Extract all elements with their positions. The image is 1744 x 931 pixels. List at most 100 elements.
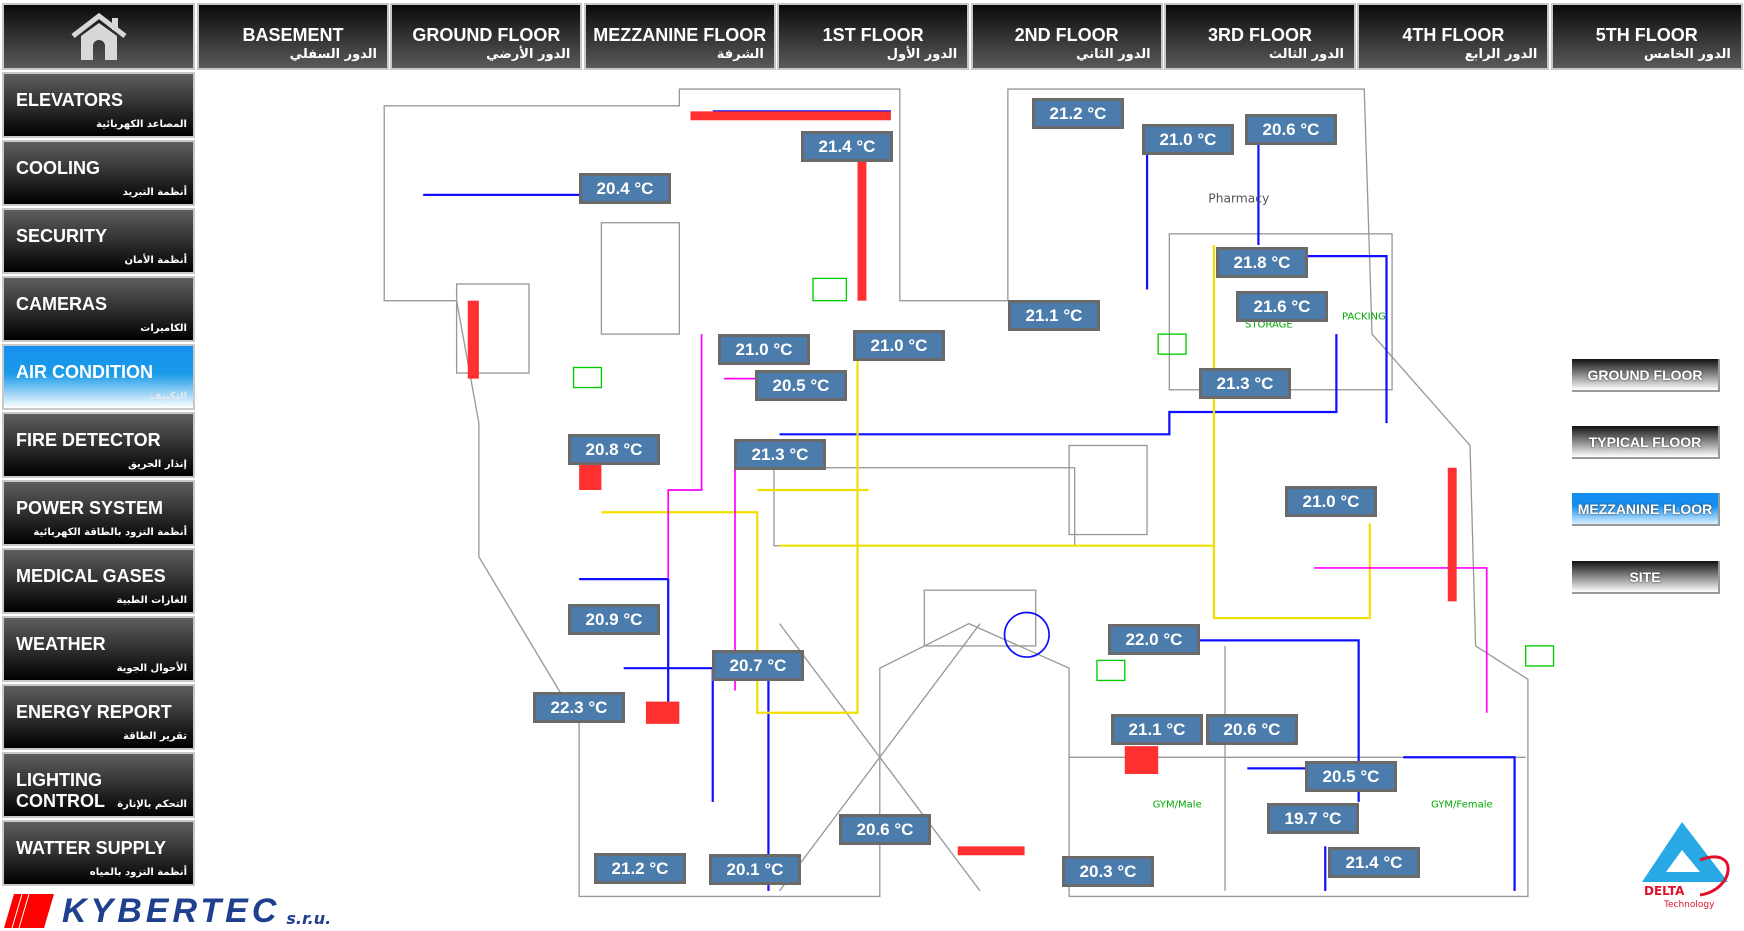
temperature-readout[interactable]: 21.2 °C bbox=[594, 853, 686, 884]
sidebar-item-label: ELEVATORS bbox=[16, 90, 124, 110]
home-button[interactable] bbox=[2, 3, 195, 70]
temperature-readout[interactable]: 21.8 °C bbox=[1216, 247, 1308, 278]
sidebar-item-label: COOLING bbox=[16, 158, 100, 178]
temperature-readout[interactable]: 21.0 °C bbox=[1285, 486, 1377, 517]
temperature-readout[interactable]: 20.4 °C bbox=[579, 173, 671, 204]
temperature-readout[interactable]: 19.7 °C bbox=[1267, 803, 1359, 834]
sidebar-item-weather[interactable]: WEATHER الأحوال الجوية bbox=[2, 616, 195, 682]
floor-tab-arabic-label: الدور الثاني bbox=[1076, 47, 1151, 62]
temperature-readout[interactable]: 20.8 °C bbox=[568, 434, 660, 465]
delta-logo: DELTA Technology bbox=[1640, 820, 1740, 928]
temperature-readout[interactable]: 21.1 °C bbox=[1008, 300, 1100, 331]
floor-tab-arabic-label: الدور السفلي bbox=[289, 47, 377, 62]
home-icon bbox=[70, 12, 127, 60]
temperature-readout[interactable]: 21.4 °C bbox=[801, 131, 893, 162]
delta-subtext: Technology bbox=[1664, 900, 1715, 910]
kybertec-suffix: s.r.u. bbox=[286, 909, 332, 928]
temperature-readout[interactable]: 20.9 °C bbox=[568, 604, 660, 635]
floor-tab-label: 5TH FLOOR bbox=[1595, 25, 1698, 45]
sidebar-item-label: POWER SYSTEM bbox=[16, 498, 164, 518]
sidebar-item-cooling[interactable]: COOLING أنظمة التبريد bbox=[2, 140, 195, 206]
sidebar-item-energy-report[interactable]: ENERGY REPORT تقرير الطاقة bbox=[2, 684, 195, 750]
temperature-readout[interactable]: 20.5 °C bbox=[755, 370, 847, 401]
floor-tab-arabic-label: الدور الأول bbox=[886, 47, 958, 62]
temperature-readout[interactable]: 20.5 °C bbox=[1305, 761, 1397, 792]
sidebar-item-label: WEATHER bbox=[16, 634, 106, 654]
temperature-readout[interactable]: 20.3 °C bbox=[1062, 856, 1154, 887]
temperature-readout[interactable]: 21.3 °C bbox=[1199, 368, 1291, 399]
temperature-readout[interactable]: 20.6 °C bbox=[1206, 714, 1298, 745]
kybertec-logo: KYBERTEC s.r.u. bbox=[4, 892, 331, 928]
gym-female-label: GYM/Female bbox=[1431, 799, 1493, 810]
packing-label: PACKING bbox=[1342, 312, 1386, 323]
floor-tab-label: BASEMENT bbox=[242, 25, 344, 45]
floor-tab-3rd-floor[interactable]: 3RD FLOOR الدور الثالث bbox=[1164, 3, 1356, 70]
temperature-readout[interactable]: 22.3 °C bbox=[533, 692, 625, 723]
storage-label: STORAGE bbox=[1245, 319, 1293, 330]
floor-tab-label: GROUND FLOOR bbox=[412, 25, 561, 45]
kybertec-stripes bbox=[4, 894, 54, 928]
sidebar-item-arabic-label: أنظمة التزود بالطاقة الكهربائية bbox=[33, 527, 187, 538]
sidebar-item-label: FIRE DETECTOR bbox=[16, 430, 161, 450]
sidebar-item-watter-supply[interactable]: WATTER SUPPLY أنظمة التزود بالمياه bbox=[2, 820, 195, 886]
temperature-readout[interactable]: 21.0 °C bbox=[1142, 124, 1234, 155]
sidebar-item-label: LIGHTING CONTROL bbox=[16, 770, 105, 811]
floor-tab-1st-floor[interactable]: 1ST FLOOR الدور الأول bbox=[777, 3, 970, 70]
temperature-readout[interactable]: 21.0 °C bbox=[853, 330, 945, 361]
floor-tab-label: 1ST FLOOR bbox=[822, 25, 924, 45]
gym-male-label: GYM/Male bbox=[1153, 799, 1202, 810]
floor-tab-mezzanine-floor[interactable]: MEZZANINE FLOOR الشرفة bbox=[583, 3, 776, 70]
floor-tab-basement[interactable]: BASEMENT الدور السفلي bbox=[197, 3, 389, 70]
sidebar-item-power-system[interactable]: POWER SYSTEM أنظمة التزود بالطاقة الكهربا… bbox=[2, 480, 195, 546]
sidebar-item-label: WATTER SUPPLY bbox=[16, 838, 167, 858]
floor-tab-arabic-label: الشرفة bbox=[716, 47, 764, 62]
temperature-readout[interactable]: 22.0 °C bbox=[1108, 624, 1200, 655]
floor-select-ground-floor[interactable]: GROUND FLOOR bbox=[1572, 359, 1720, 392]
sidebar-item-arabic-label: الأحوال الجوية bbox=[116, 663, 187, 674]
floor-select-site[interactable]: SITE bbox=[1572, 561, 1720, 594]
temperature-readout[interactable]: 21.1 °C bbox=[1111, 714, 1203, 745]
sidebar-item-fire-detector[interactable]: FIRE DETECTOR إنذار الحريق bbox=[2, 412, 195, 478]
temperature-readout[interactable]: 20.6 °C bbox=[839, 814, 931, 845]
sidebar-item-label: CAMERAS bbox=[16, 294, 108, 314]
temperature-readout[interactable]: 20.6 °C bbox=[1245, 114, 1337, 145]
floor-select-typical-floor[interactable]: TYPICAL FLOOR bbox=[1572, 426, 1720, 459]
sidebar-item-label: ENERGY REPORT bbox=[16, 702, 172, 722]
floor-select-mezzanine-floor[interactable]: MEZZANINE FLOOR bbox=[1572, 493, 1720, 526]
floor-tab-2nd-floor[interactable]: 2ND FLOOR الدور الثاني bbox=[970, 3, 1163, 70]
temperature-readout[interactable]: 20.1 °C bbox=[709, 854, 801, 885]
temperature-readout[interactable]: 21.3 °C bbox=[734, 439, 826, 470]
sidebar-item-arabic-label: أنظمة التزود بالمياه bbox=[89, 867, 187, 878]
sidebar-item-arabic-label: الكاميرات bbox=[140, 323, 187, 334]
sidebar-item-arabic-label: تقرير الطاقة bbox=[123, 731, 187, 742]
floor-tab-label: MEZZANINE FLOOR bbox=[593, 25, 767, 45]
temperature-readout[interactable]: 20.7 °C bbox=[712, 650, 804, 681]
floor-tab-4th-floor[interactable]: 4TH FLOOR الدور الرابع bbox=[1357, 3, 1550, 70]
floor-tab-label: 4TH FLOOR bbox=[1402, 25, 1505, 45]
temperature-readout[interactable]: 21.2 °C bbox=[1032, 98, 1124, 129]
floor-tab-arabic-label: الدور الرابع bbox=[1464, 47, 1538, 62]
floor-tab-arabic-label: الدور الأرضي bbox=[486, 47, 571, 62]
floor-tab-label: 2ND FLOOR bbox=[1014, 25, 1119, 45]
sidebar-item-arabic-label: الغازات الطبية bbox=[116, 595, 187, 606]
floor-tab-label: 3RD FLOOR bbox=[1207, 25, 1312, 45]
floor-tab-arabic-label: الدور الخامس bbox=[1643, 47, 1731, 62]
sidebar-item-cameras[interactable]: CAMERAS الكاميرات bbox=[2, 276, 195, 342]
sidebar-item-arabic-label: إنذار الحريق bbox=[127, 459, 187, 470]
kybertec-text: KYBERTEC bbox=[62, 892, 281, 930]
floor-tab-arabic-label: الدور الثالث bbox=[1268, 47, 1344, 62]
sidebar-item-label: SECURITY bbox=[16, 226, 108, 246]
sidebar-item-arabic-label: أنظمة التبريد bbox=[122, 187, 187, 198]
temperature-readout[interactable]: 21.6 °C bbox=[1236, 291, 1328, 322]
delta-text: DELTA bbox=[1644, 884, 1685, 898]
floor-tab-ground-floor[interactable]: GROUND FLOOR الدور الأرضي bbox=[390, 3, 583, 70]
floor-tab-5th-floor[interactable]: 5TH FLOOR الدور الخامس bbox=[1550, 3, 1743, 70]
temperature-readout[interactable]: 21.0 °C bbox=[718, 334, 810, 365]
sidebar-item-security[interactable]: SECURITY أنظمة الأمان bbox=[2, 208, 195, 274]
temperature-readout[interactable]: 21.4 °C bbox=[1328, 847, 1420, 878]
sidebar-item-arabic-label: أنظمة الأمان bbox=[124, 255, 187, 266]
